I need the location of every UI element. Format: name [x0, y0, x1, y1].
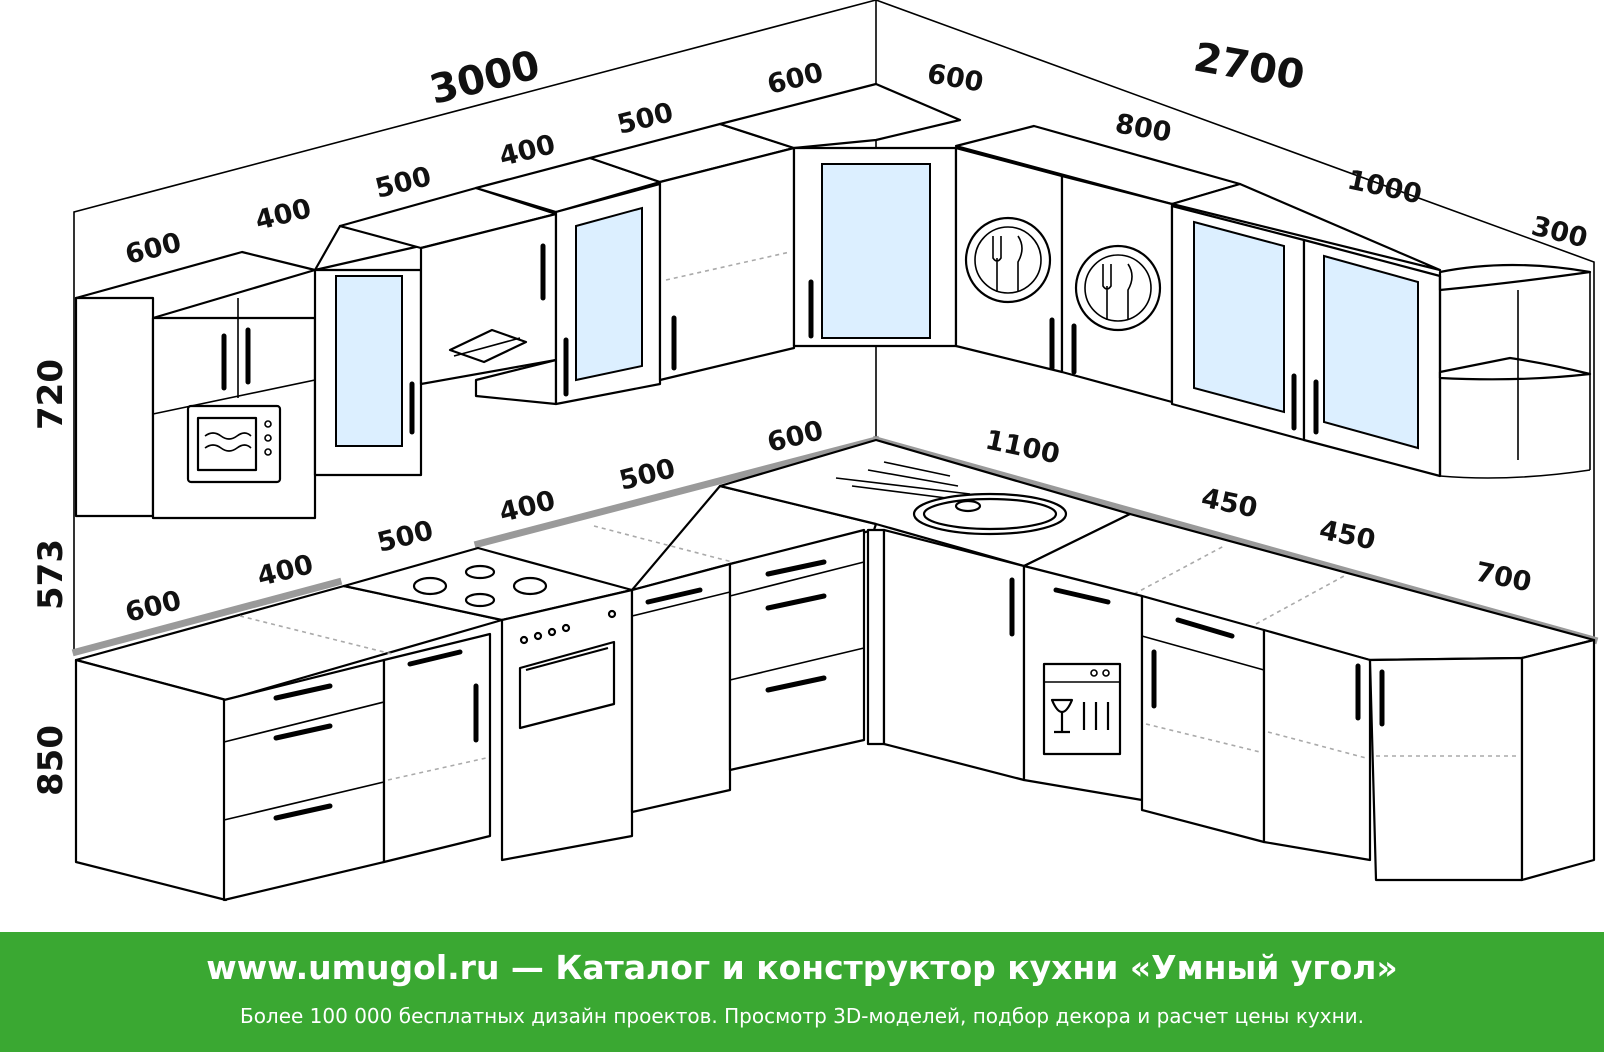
- upper-cabinet-5[interactable]: [658, 146, 796, 382]
- glass-door[interactable]: [821, 163, 931, 339]
- upper-cabinet-1[interactable]: [74, 296, 155, 518]
- drawer-line: [729, 647, 865, 681]
- dimension-labels: 3000 2700 600 400 500 400 500 600 600 80…: [31, 35, 1591, 796]
- dim-base-right-1: 1100: [983, 425, 1063, 471]
- base-drawer-unit-right[interactable]: [1140, 594, 1266, 844]
- drawer-line: [1141, 635, 1265, 671]
- drawer-handle[interactable]: [273, 803, 333, 821]
- drawer-line: [223, 781, 385, 821]
- glass-door[interactable]: [335, 275, 403, 447]
- kitchen-drawing: 3000 2700 600 400 500 400 500 600 600 80…: [31, 0, 1599, 902]
- shelf-dash: [1267, 731, 1367, 759]
- countertop-seam: [239, 615, 393, 655]
- base-cabinet-2[interactable]: [382, 632, 492, 864]
- base-corner-end-cabinet[interactable]: [1368, 656, 1524, 882]
- promo-banner: www.umugol.ru — Каталог и конструктор ку…: [0, 932, 1604, 1052]
- cooktop-icon: [412, 564, 548, 608]
- dim-upper-right-1: 600: [925, 58, 986, 98]
- right-wall-outline: [875, 0, 1595, 652]
- glass-door[interactable]: [575, 206, 643, 382]
- upper-corner-top: [718, 82, 962, 150]
- dim-base-left-3: 500: [374, 515, 436, 559]
- dim-base-left-5: 500: [616, 453, 678, 497]
- open-shelf-corner[interactable]: [1438, 263, 1592, 479]
- drawer-handle[interactable]: [765, 559, 827, 577]
- cabinet-shelf-line: [152, 379, 316, 415]
- dim-base-right-3: 450: [1317, 515, 1379, 557]
- shelf-dash: [665, 251, 791, 281]
- drawer-line: [223, 701, 385, 743]
- drawer-handle[interactable]: [765, 593, 827, 611]
- banner-subtitle: Более 100 000 бесплатных дизайн проектов…: [239, 1004, 1365, 1028]
- corner-post: [866, 528, 886, 746]
- plate-cutlery-icon: [964, 216, 1052, 304]
- base-cabinets-right: [718, 435, 1599, 882]
- countertop-seam: [1133, 545, 1225, 595]
- base-corner-cabinet[interactable]: [882, 528, 1026, 782]
- base-cabinet-3[interactable]: [630, 562, 732, 814]
- drawer-handle[interactable]: [1175, 617, 1235, 639]
- dim-height-base: 850: [31, 725, 71, 796]
- banner-title[interactable]: www.umugol.ru — Каталог и конструктор ку…: [206, 948, 1398, 987]
- dim-base-left-2: 400: [254, 549, 316, 593]
- dim-upper-right-2: 800: [1113, 108, 1174, 148]
- countertop-edge-left: [71, 577, 343, 657]
- dim-upper-left-6: 600: [764, 57, 826, 101]
- base-cabinets-left: [71, 435, 881, 902]
- glass-door[interactable]: [1323, 254, 1419, 450]
- drawer-handle[interactable]: [1053, 587, 1111, 605]
- dim-upper-left-1: 600: [122, 227, 184, 271]
- upper-cabinets-right: [954, 124, 1592, 479]
- dim-height-gap: 573: [31, 539, 71, 610]
- dim-height-upper: 720: [31, 359, 71, 430]
- base-drawer-unit-4[interactable]: [728, 528, 866, 772]
- dim-wall-right-total: 2700: [1190, 35, 1308, 100]
- base-end-side: [1520, 638, 1596, 882]
- oven-icon[interactable]: [518, 640, 616, 730]
- base-drawer-unit[interactable]: [222, 658, 386, 902]
- dishwasher-icon: [1042, 662, 1122, 756]
- dim-upper-left-3: 500: [372, 161, 434, 205]
- dim-base-right-4: 700: [1473, 557, 1535, 599]
- dim-upper-left-5: 500: [614, 97, 676, 141]
- countertop-edge-mid: [473, 435, 881, 549]
- base-side-panel: [74, 658, 228, 902]
- drawer-handle[interactable]: [273, 723, 333, 741]
- dim-upper-left-4: 400: [496, 129, 558, 173]
- range-hood-icon: [448, 328, 528, 364]
- shelf-dash: [387, 757, 487, 781]
- drawer-handle[interactable]: [645, 587, 703, 605]
- dim-base-right-2: 450: [1199, 483, 1261, 525]
- countertop-seam: [593, 525, 741, 565]
- dim-upper-right-4: 300: [1528, 211, 1590, 255]
- left-wall-outline: [73, 0, 877, 652]
- drawer-handle[interactable]: [407, 649, 463, 667]
- upper-right-top-2: [1170, 182, 1442, 272]
- countertop-seam: [1255, 575, 1345, 625]
- dim-upper-left-2: 400: [252, 193, 314, 237]
- sink-icon: [912, 492, 1068, 536]
- drawer-line: [729, 561, 865, 597]
- drawer-handle[interactable]: [765, 675, 827, 693]
- plate-cutlery-icon: [1074, 244, 1162, 332]
- shelf-dash: [1145, 723, 1261, 753]
- drawer-line: [631, 591, 731, 617]
- glass-door[interactable]: [1193, 220, 1285, 414]
- dim-upper-right-3: 1000: [1345, 165, 1425, 211]
- microwave-icon: [186, 404, 282, 484]
- upper-cabinets-left: [74, 82, 962, 520]
- drawer-handle[interactable]: [273, 683, 333, 701]
